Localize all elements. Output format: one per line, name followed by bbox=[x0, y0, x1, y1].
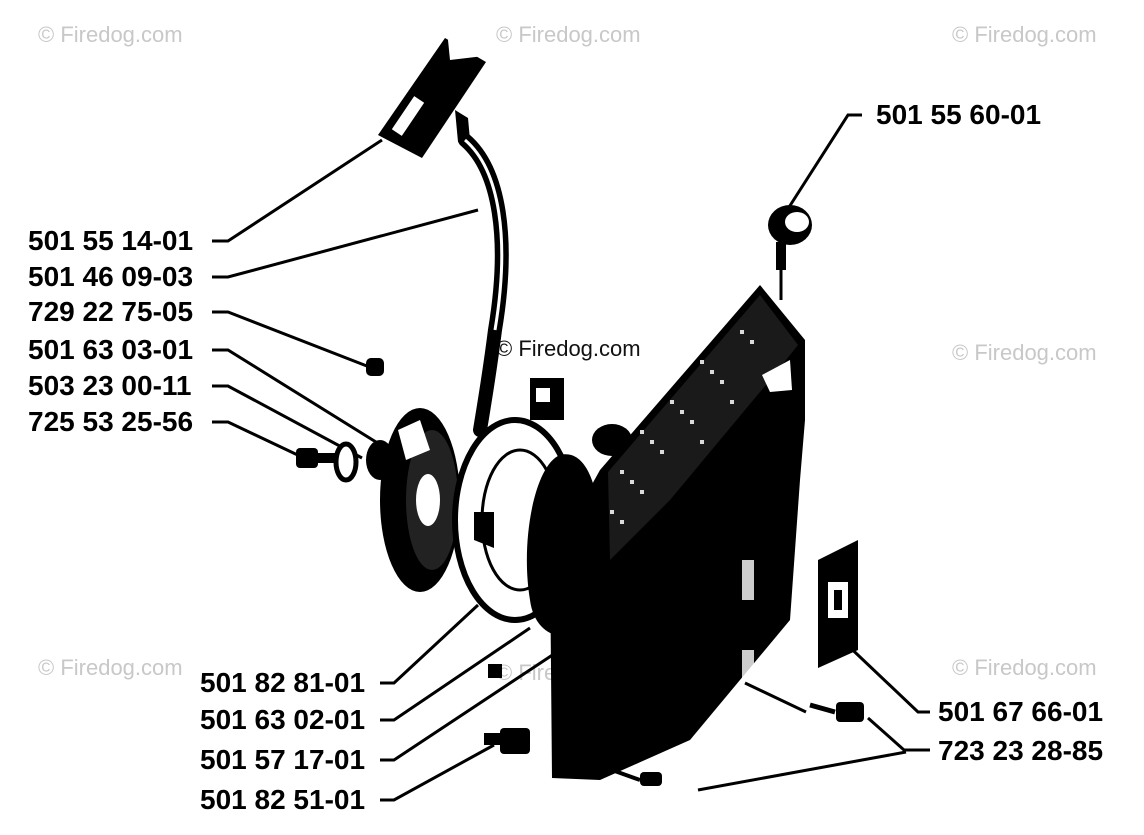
leader-line bbox=[838, 636, 930, 714]
screw bbox=[809, 702, 864, 722]
screw bbox=[366, 358, 384, 376]
nut bbox=[484, 728, 530, 754]
part-label: 501 57 17-01 bbox=[200, 744, 366, 775]
leader-line bbox=[782, 113, 862, 216]
watermark-center: © Firedog.com bbox=[496, 336, 641, 361]
leader-line bbox=[212, 310, 373, 370]
part-label: 501 55 14-01 bbox=[28, 225, 194, 256]
screw bbox=[611, 768, 662, 786]
part-label: 725 53 25-56 bbox=[28, 406, 194, 437]
watermark: © Firedog.com bbox=[952, 655, 1097, 680]
watermark: © Firedog.com bbox=[38, 22, 183, 47]
part-label: 501 63 02-01 bbox=[200, 704, 366, 735]
leader-line bbox=[212, 384, 363, 460]
watermark: © Firedog.com bbox=[952, 22, 1097, 47]
part-label: 501 46 09-03 bbox=[28, 261, 194, 292]
leader-line bbox=[212, 420, 305, 460]
starter-rope bbox=[458, 133, 509, 437]
leader-line bbox=[380, 648, 561, 762]
part-label: 501 63 03-01 bbox=[28, 334, 194, 365]
starter-handle bbox=[378, 36, 486, 158]
rope-pulley bbox=[380, 408, 460, 592]
screw-and-washer bbox=[296, 440, 394, 483]
part-label: 503 23 00-11 bbox=[28, 370, 192, 401]
part-label: 723 23 28-85 bbox=[938, 735, 1104, 766]
gasket bbox=[818, 540, 858, 668]
leader-line bbox=[380, 626, 531, 722]
part-label: 729 22 75-05 bbox=[28, 296, 194, 327]
leader-line bbox=[380, 743, 495, 802]
leader-line bbox=[867, 716, 930, 752]
starter-cover bbox=[550, 285, 805, 780]
leader-line bbox=[744, 681, 807, 714]
watermark: © Firedog.com bbox=[38, 655, 183, 680]
part-label: 501 82 81-01 bbox=[200, 667, 366, 698]
leader-lines bbox=[212, 113, 930, 802]
knob bbox=[768, 205, 812, 300]
leader-line bbox=[212, 208, 479, 279]
leader-line bbox=[380, 603, 480, 685]
watermark: © Firedog.com bbox=[952, 340, 1097, 365]
part-label: 501 82 51-01 bbox=[200, 784, 366, 815]
part-label: 501 55 60-01 bbox=[876, 99, 1042, 130]
watermark: © Firedog.com bbox=[496, 22, 641, 47]
part-label: 501 67 66-01 bbox=[938, 696, 1104, 727]
leader-line bbox=[212, 138, 383, 243]
leader-line bbox=[212, 348, 393, 454]
leader-line bbox=[697, 750, 907, 792]
